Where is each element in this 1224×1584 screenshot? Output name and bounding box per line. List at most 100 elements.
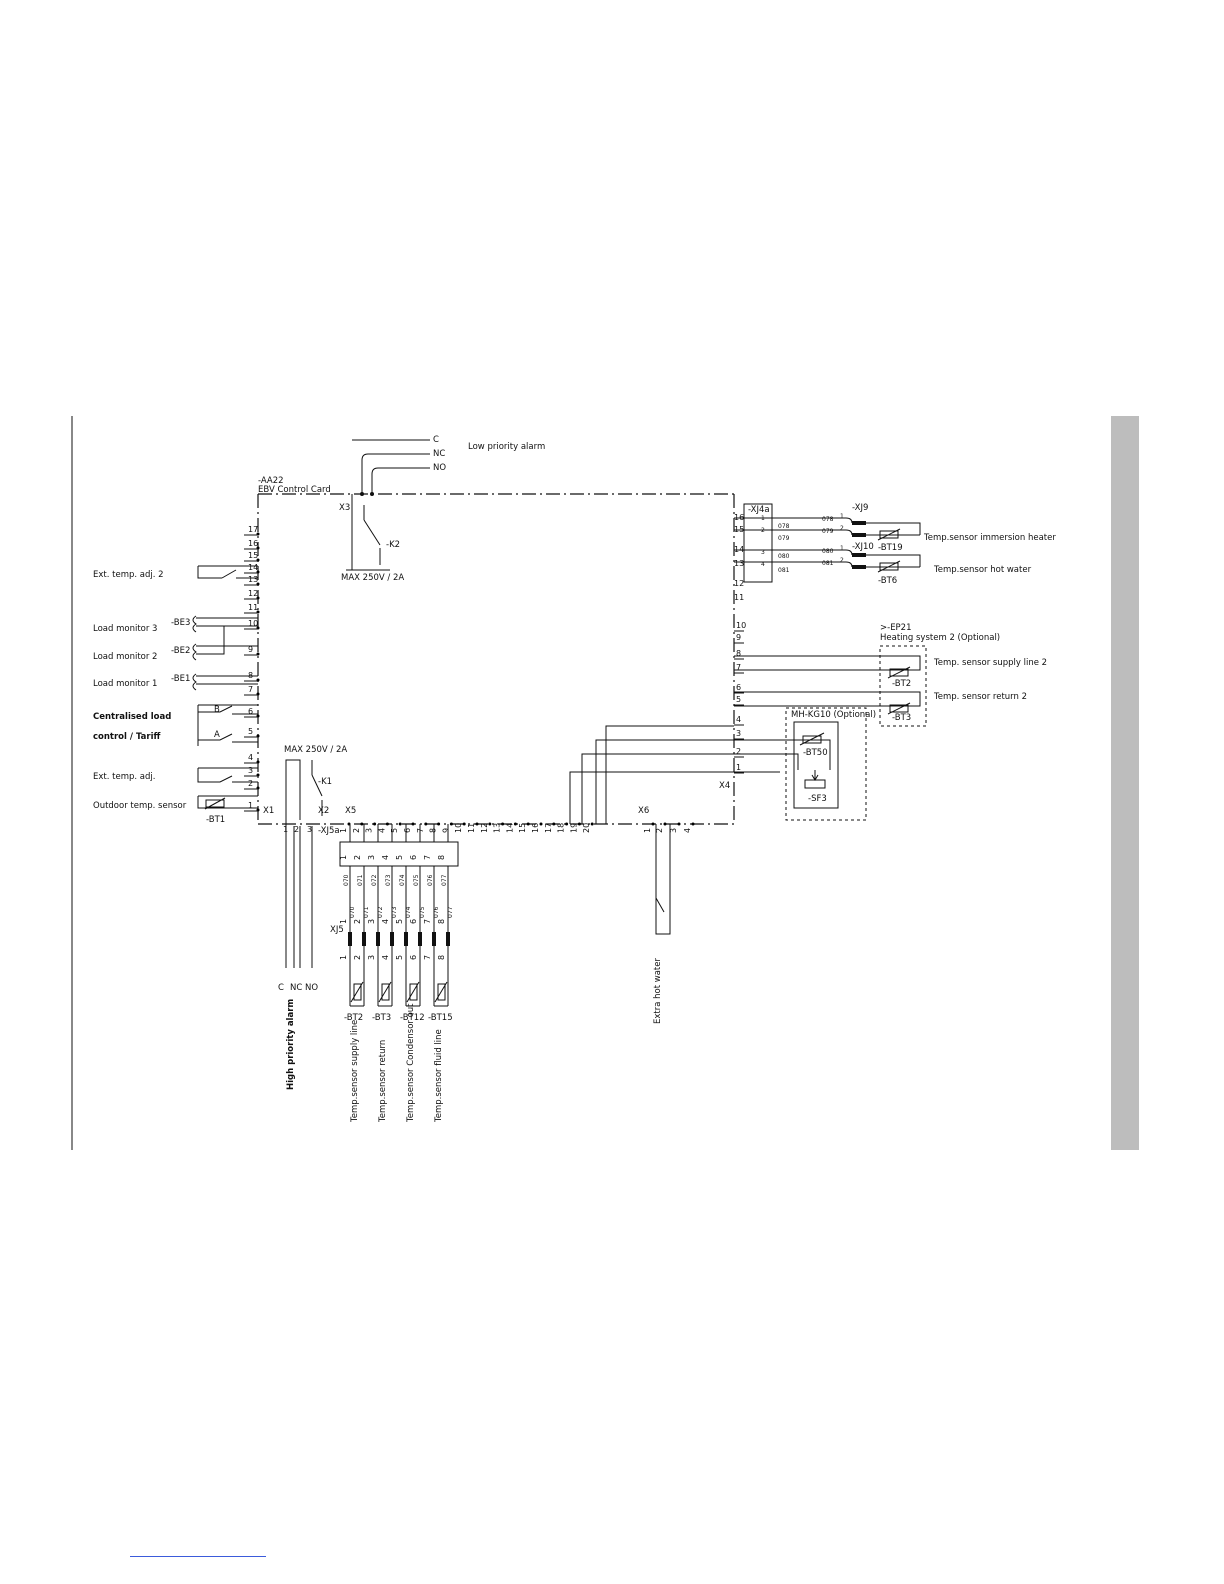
left-pin-2: 2 — [248, 779, 253, 788]
b-label: B — [214, 705, 220, 715]
left-input-wiring — [192, 565, 258, 810]
x6-pin-dot — [651, 822, 655, 826]
xj5a-pin-2: 2 — [353, 855, 362, 860]
x5-wire-number: 072 — [371, 874, 378, 886]
sensor-resistor — [409, 983, 418, 1001]
xj5a-pin-3: 3 — [367, 855, 376, 860]
bottom-pin-dot — [411, 822, 415, 826]
sensor-resistor-slash — [434, 981, 448, 1003]
bt6-label: -BT6 — [878, 576, 897, 586]
k1-pin-1: 1 — [283, 825, 288, 834]
ext-temp-adj-2-label: Ext. temp. adj. 2 — [93, 570, 164, 580]
load-monitor-2-label: Load monitor 2 — [93, 652, 157, 662]
k1-label: -K1 — [318, 777, 332, 787]
plug-pin-xj9-2: 2 — [840, 525, 844, 532]
xj5-wire-number: 073 — [391, 906, 398, 918]
xj5-lower-pin-4: 4 — [381, 955, 390, 960]
xj4a-pin-3: 3 — [761, 549, 765, 556]
ep21-bt2-label: -BT2 — [892, 679, 911, 689]
be1-label: -BE1 — [171, 674, 190, 684]
bottom-pin-14: 14 — [505, 823, 514, 833]
sensor-resistor-slash — [350, 981, 364, 1003]
x5-wire-number: 075 — [413, 874, 420, 886]
high-priority-alarm-label: High priority alarm — [286, 999, 296, 1090]
xj5-lower-pin-8: 8 — [437, 955, 446, 960]
bottom-pin-4: 4 — [377, 828, 386, 833]
bottom-pin-19: 19 — [569, 823, 578, 833]
ep21-title: Heating system 2 (Optional) — [880, 633, 1000, 643]
be3-label: -BE3 — [171, 618, 190, 628]
xj5-lower-pin-1: 1 — [339, 955, 348, 960]
sf3-label: -SF3 — [808, 794, 827, 804]
bottom-pin-dot — [501, 822, 505, 826]
bottom-pin-dot — [437, 822, 441, 826]
xj5a-pin-5: 5 — [395, 855, 404, 860]
left-pin-10: 10 — [248, 619, 258, 628]
xj5-pin-5: 5 — [395, 919, 404, 924]
relay-no-label: NO — [433, 463, 446, 473]
x5-wire-number: 076 — [427, 874, 434, 886]
sensor-resistor-slash — [378, 981, 392, 1003]
bottom-pin-12: 12 — [480, 823, 489, 833]
relay-c-label: C — [433, 435, 439, 445]
k1-rating: MAX 250V / 2A — [284, 745, 347, 755]
xj5-pin-6: 6 — [409, 919, 418, 924]
x6-pin-dot — [663, 822, 667, 826]
left-pin-14: 14 — [248, 563, 258, 572]
ep21-return-label: Temp. sensor return 2 — [933, 692, 1027, 702]
page-side-bar — [1111, 416, 1139, 1150]
bt50-label: -BT50 — [803, 748, 828, 758]
right-lower-pin-4: 4 — [736, 715, 741, 724]
left-pin-16: 16 — [248, 539, 258, 548]
mhkg10-components — [799, 732, 826, 789]
bottom-pin-dot — [577, 822, 581, 826]
xj5-wire-number: 072 — [377, 906, 384, 918]
load-monitor-3-label: Load monitor 3 — [93, 624, 157, 634]
bottom-pin-dot — [385, 822, 389, 826]
k1-nc-label: NC — [290, 983, 302, 993]
k1-pin-2: 2 — [294, 825, 299, 834]
xj10-wire-081: 081 — [822, 560, 834, 567]
bottom-pin-1: 1 — [339, 828, 348, 833]
xj5-lower-pin-6: 6 — [409, 955, 418, 960]
xj5-wire-number: 076 — [433, 906, 440, 918]
left-pin-4: 4 — [248, 753, 253, 762]
right-lower-pin-8: 8 — [736, 649, 741, 658]
right-lower-pin-10: 10 — [736, 621, 746, 630]
control-card-box — [257, 493, 735, 825]
bottom-pin-15: 15 — [518, 823, 527, 833]
relay-k2 — [346, 439, 430, 571]
sensor-label: Temp.sensor Condensor out — [406, 1003, 416, 1123]
board-ref: -AA22 — [258, 476, 284, 486]
right-lower-pin-7: 7 — [736, 663, 741, 672]
mhkg10-title: MH-KG10 (Optional) — [791, 710, 876, 720]
x5-wire-number: 074 — [399, 874, 406, 886]
bt19-label: -BT19 — [878, 543, 903, 553]
bottom-pin-dot — [539, 822, 543, 826]
bottom-pin-3: 3 — [365, 828, 374, 833]
x6-pin-2: 2 — [655, 828, 664, 833]
xj5-wire-number: 070 — [349, 906, 356, 918]
xj5-wire-number: 077 — [447, 906, 454, 918]
ep21-bt3-label: -BT3 — [892, 713, 911, 723]
sensor-resistor — [381, 983, 390, 1001]
wire-080: 080 — [778, 553, 790, 560]
bottom-pin-2: 2 — [352, 828, 361, 833]
wire-078: 078 — [778, 523, 790, 530]
right-lower-pin-2: 2 — [736, 747, 741, 756]
x2-label: X2 — [318, 806, 329, 816]
left-pin-15: 15 — [248, 551, 258, 560]
right-upper-pin-13: 13 — [734, 559, 744, 568]
bottom-pin-6: 6 — [403, 828, 412, 833]
bottom-pin-5: 5 — [390, 828, 399, 833]
xj5a-pin-7: 7 — [423, 855, 432, 860]
left-pin-13: 13 — [248, 575, 258, 584]
left-pin-12: 12 — [248, 589, 258, 598]
bottom-pin-20: 20 — [582, 823, 591, 833]
ext-temp-adj-label: Ext. temp. adj. — [93, 772, 155, 782]
xj5a-block — [339, 841, 459, 867]
xj10-wire-080: 080 — [822, 548, 834, 555]
xj9-wire-078: 078 — [822, 516, 834, 523]
